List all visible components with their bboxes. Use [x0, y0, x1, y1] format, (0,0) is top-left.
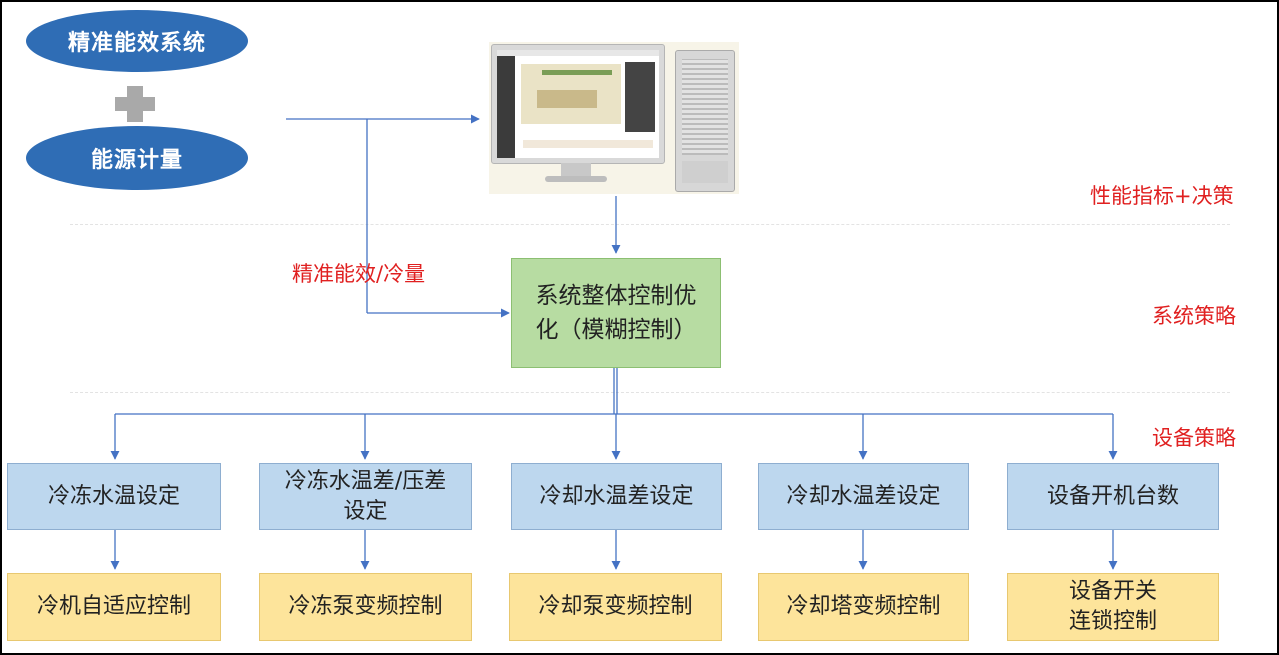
setting-box-chilled-water-delta: 冷冻水温差/压差 设定	[259, 463, 472, 530]
control-label: 冷却塔变频控制	[786, 594, 941, 619]
divider-bottom	[70, 392, 1230, 393]
setting-box-chilled-water-temp: 冷冻水温设定	[7, 463, 221, 530]
control-label: 冷机自适应控制	[36, 594, 191, 619]
setting-label: 冷冻水温设定	[47, 483, 180, 509]
setting-label: 冷却水温差设定	[539, 483, 694, 509]
setting-label: 设备开机台数	[1046, 483, 1179, 509]
flow-label-precise-energy-cooling: 精准能效/冷量	[292, 262, 426, 286]
ellipse-precise-energy-system: 精准能效系统	[26, 10, 248, 72]
system-optimization-label: 系统整体控制优 化（模糊控制）	[535, 283, 697, 343]
setting-box-cooling-water-delta-2: 冷却水温差设定	[758, 463, 969, 530]
system-optimization-box: 系统整体控制优 化（模糊控制）	[511, 258, 721, 368]
monitor-icon	[491, 44, 665, 164]
setting-label: 冷冻水温差/压差 设定	[284, 468, 447, 524]
level-label-equipment: 设备策略	[1152, 426, 1236, 450]
setting-label: 冷却水温差设定	[786, 483, 941, 509]
plus-icon	[115, 86, 155, 122]
level-label-performance: 性能指标+决策	[1090, 184, 1234, 208]
control-label: 设备开关 连锁控制	[1068, 579, 1157, 634]
control-box-cooling-tower-vfd: 冷却塔变频控制	[758, 573, 969, 641]
server-tower-icon	[675, 50, 735, 192]
setting-box-equipment-count: 设备开机台数	[1007, 463, 1219, 530]
divider-top	[70, 224, 1230, 225]
control-box-equipment-interlock: 设备开关 连锁控制	[1007, 573, 1219, 641]
control-box-chiller-adaptive: 冷机自适应控制	[7, 573, 221, 641]
setting-box-cooling-water-delta: 冷却水温差设定	[511, 463, 722, 530]
control-label: 冷却泵变频控制	[538, 594, 693, 619]
computer-illustration	[489, 42, 739, 194]
control-box-chilled-pump-vfd: 冷冻泵变频控制	[259, 573, 472, 641]
level-label-system: 系统策略	[1152, 304, 1236, 328]
control-box-cooling-pump-vfd: 冷却泵变频控制	[509, 573, 722, 641]
control-label: 冷冻泵变频控制	[288, 594, 443, 619]
ellipse-energy-metering: 能源计量	[26, 126, 248, 190]
